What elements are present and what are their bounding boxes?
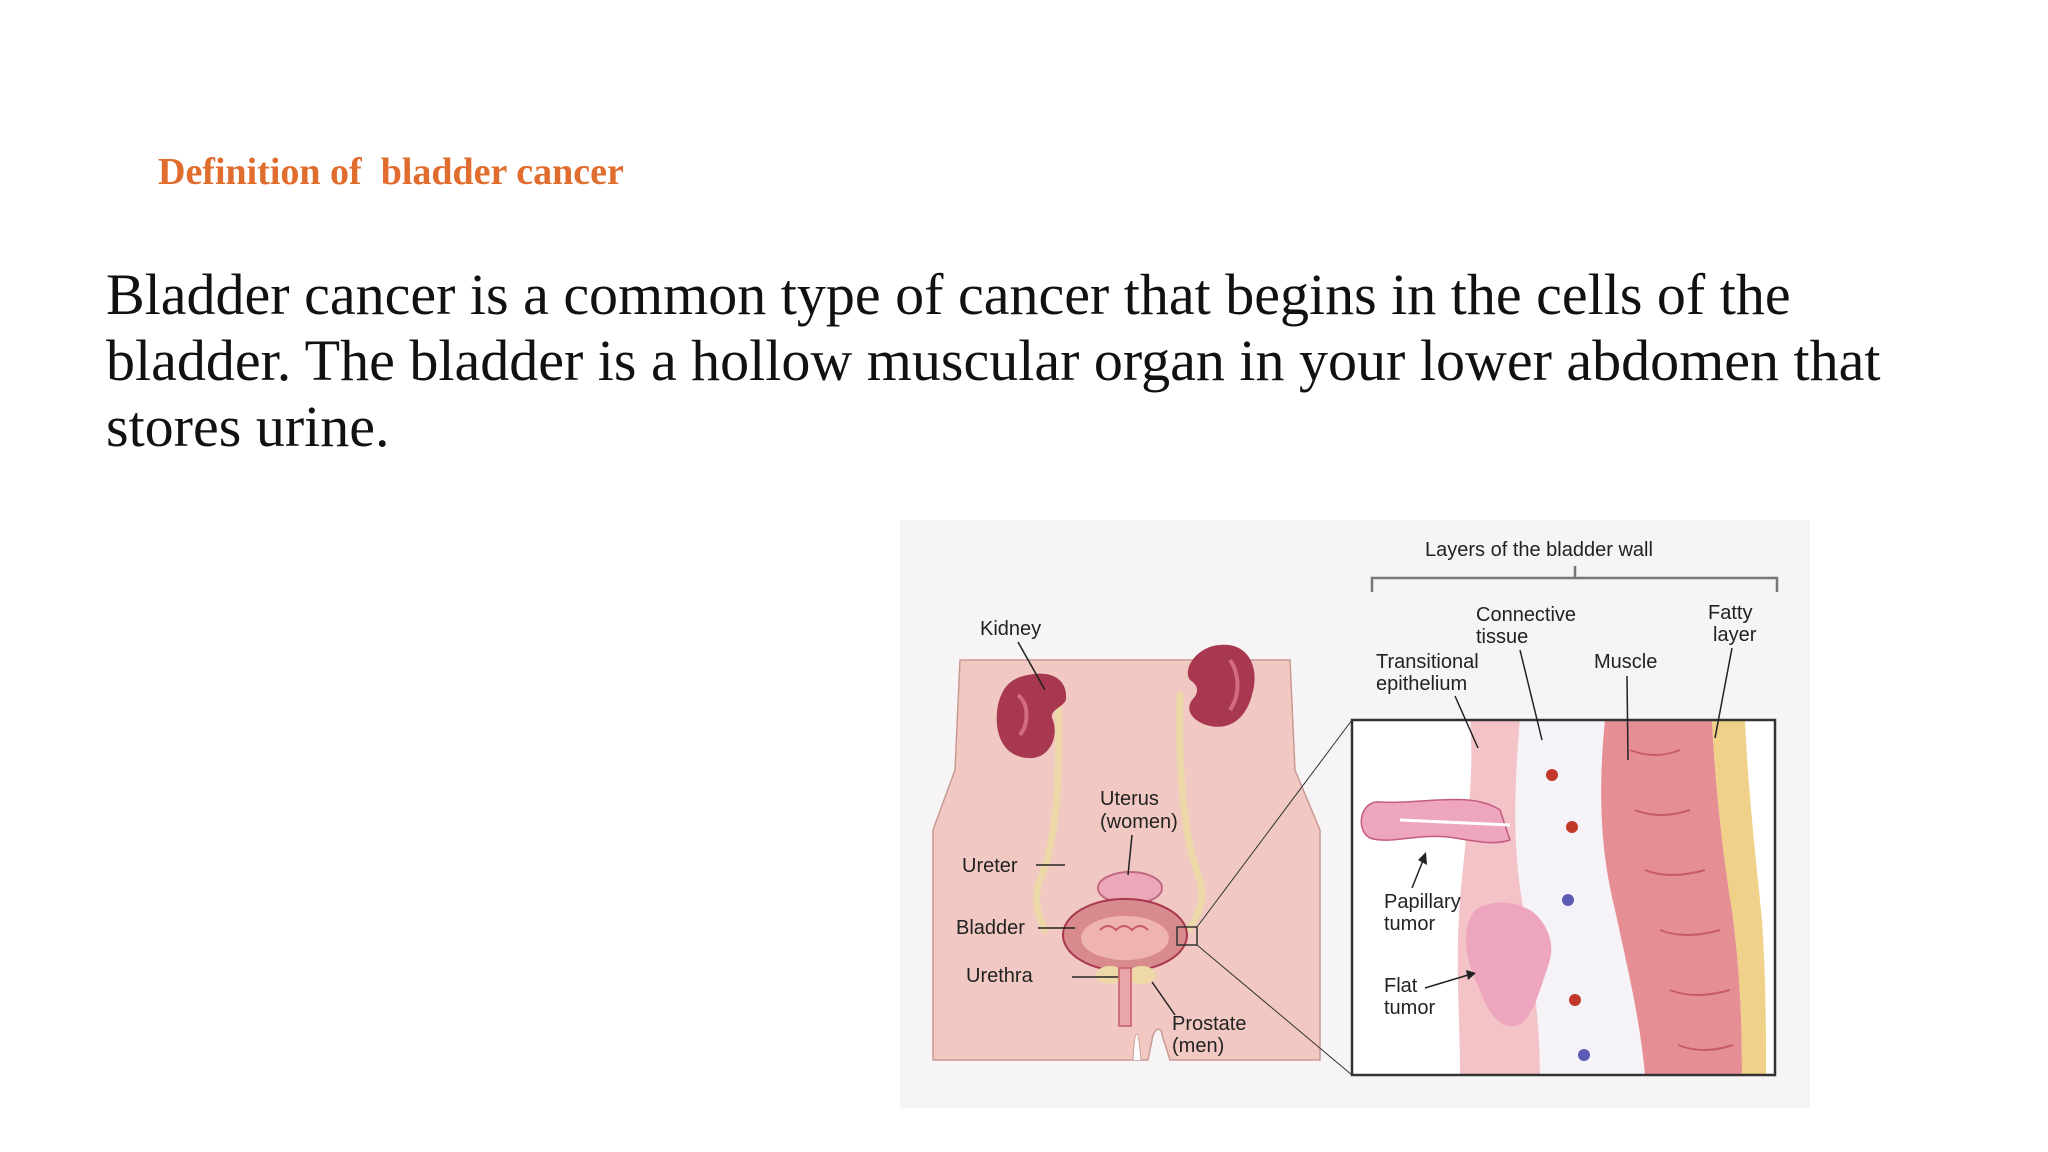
connective-tissue-layer — [1515, 720, 1645, 1075]
wall-bracket — [1370, 566, 1779, 592]
label-transitional-line1: Transitional — [1376, 651, 1479, 673]
label-papillary-line2: tumor — [1384, 913, 1435, 935]
urethra — [1118, 967, 1132, 1027]
label-prostate-line2: (men) — [1172, 1035, 1224, 1057]
prostate-right — [1128, 966, 1156, 984]
label-fatty-line1: Fatty — [1708, 602, 1752, 624]
zoom-marker — [1176, 926, 1198, 946]
label-prostate-line1: Prostate — [1172, 1013, 1246, 1035]
bladder — [1062, 898, 1188, 972]
label-bladder: Bladder — [956, 917, 1025, 939]
vessel-blue-1 — [1562, 894, 1574, 906]
torso-figure — [932, 659, 1321, 1061]
label-papillary-line1: Papillary — [1384, 891, 1461, 913]
muscle-layer — [1601, 720, 1742, 1075]
wall-cross-section — [1350, 718, 1777, 1077]
label-urethra: Urethra — [966, 965, 1034, 987]
label-uterus-line1: Uterus — [1100, 788, 1159, 810]
label-flat-line2: tumor — [1384, 997, 1435, 1019]
label-flat-line1: Flat — [1384, 975, 1418, 997]
kidney-left — [996, 673, 1067, 759]
bladder-anatomy-illustration: Kidney Uterus (women) Ureter Bladder Ure… — [900, 520, 1810, 1108]
label-connective-line1: Connective — [1476, 604, 1576, 626]
vessel-red-3 — [1569, 994, 1581, 1006]
slide-heading: Definition of bladder cancer — [158, 151, 624, 193]
label-connective-line2: tissue — [1476, 626, 1528, 648]
label-fatty-line2: layer — [1713, 624, 1757, 646]
label-kidney: Kidney — [980, 618, 1041, 640]
prostate-left — [1096, 966, 1124, 984]
ureters — [1033, 691, 1206, 934]
vessel-red-2 — [1566, 821, 1578, 833]
label-muscle: Muscle — [1594, 651, 1657, 673]
bladder-wall-title: Layers of the bladder wall — [1425, 539, 1653, 561]
label-uterus-line2: (women) — [1100, 811, 1178, 833]
label-transitional-line2: epithelium — [1376, 673, 1467, 695]
flat-tumor — [1465, 902, 1552, 1027]
fatty-layer — [1712, 720, 1766, 1075]
muscle-texture — [1629, 749, 1734, 1051]
kidney-right — [1187, 644, 1255, 727]
label-ureter: Ureter — [962, 855, 1018, 877]
zoom-line-bottom — [1196, 944, 1353, 1076]
cross-section-frame — [1350, 718, 1777, 1077]
vessel-red-1 — [1546, 769, 1558, 781]
vessel-blue-2 — [1578, 1049, 1590, 1061]
papillary-stalk — [1399, 818, 1511, 827]
zoom-line-top — [1196, 719, 1353, 928]
slide-body-text: Bladder cancer is a common type of cance… — [106, 262, 1881, 459]
